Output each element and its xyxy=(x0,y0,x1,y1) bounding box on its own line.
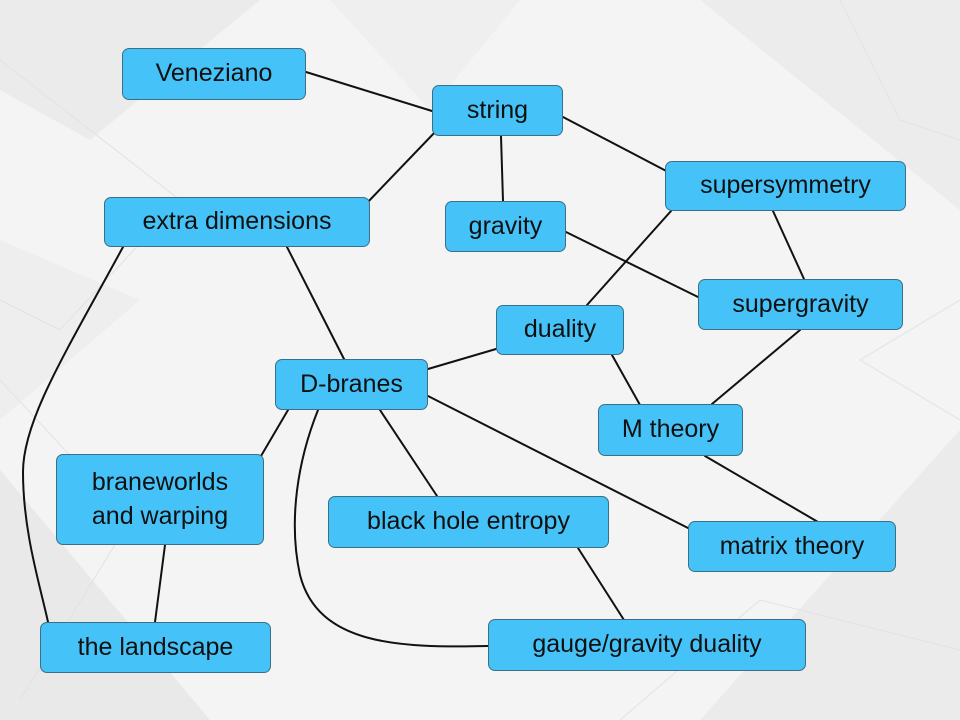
edge-m-theory-matrix-theory xyxy=(704,455,819,523)
edge-string-supersymmetry xyxy=(562,116,673,175)
node-braneworlds-line1: braneworlds xyxy=(91,467,229,496)
edge-black-hole-entropy-gauge-gravity-duality xyxy=(577,547,625,621)
node-matrix-theory: matrix theory xyxy=(688,521,896,572)
edge-extra-dimensions-d-branes xyxy=(286,246,345,360)
edge-string-extra-dimensions xyxy=(365,129,438,205)
edge-veneziano-string xyxy=(305,71,433,112)
edge-duality-d-branes xyxy=(427,348,497,370)
node-the-landscape: the landscape xyxy=(40,622,271,673)
edge-supergravity-m-theory xyxy=(711,329,801,405)
node-veneziano: Veneziano xyxy=(122,48,306,100)
node-supersymmetry: supersymmetry xyxy=(665,161,906,211)
node-black-hole-entropy: black hole entropy xyxy=(328,496,609,548)
node-braneworlds-line2: and warping xyxy=(91,501,229,530)
node-gauge-gravity-duality: gauge/gravity duality xyxy=(488,619,806,671)
node-d-branes: D-branes xyxy=(275,359,428,410)
node-supergravity: supergravity xyxy=(698,279,903,330)
edge-supersymmetry-duality xyxy=(586,210,672,306)
node-gravity: gravity xyxy=(445,201,566,252)
edge-duality-m-theory xyxy=(611,354,641,406)
edge-d-branes-gauge-gravity-duality xyxy=(293,409,489,648)
node-braneworlds: braneworlds and warping xyxy=(56,454,264,545)
node-string: string xyxy=(432,85,563,136)
edge-d-branes-matrix-theory xyxy=(427,395,689,529)
node-duality: duality xyxy=(496,305,624,355)
edge-d-branes-black-hole-entropy xyxy=(379,409,438,497)
edge-gravity-supergravity xyxy=(565,231,699,298)
edge-d-branes-braneworlds xyxy=(260,409,289,457)
node-extra-dimensions: extra dimensions xyxy=(104,197,370,247)
edge-supersymmetry-supergravity xyxy=(772,210,805,280)
edge-extra-dimensions-the-landscape xyxy=(21,246,124,623)
edge-braneworlds-the-landscape xyxy=(154,544,166,623)
edge-string-gravity xyxy=(500,135,504,202)
node-m-theory: M theory xyxy=(598,404,743,456)
